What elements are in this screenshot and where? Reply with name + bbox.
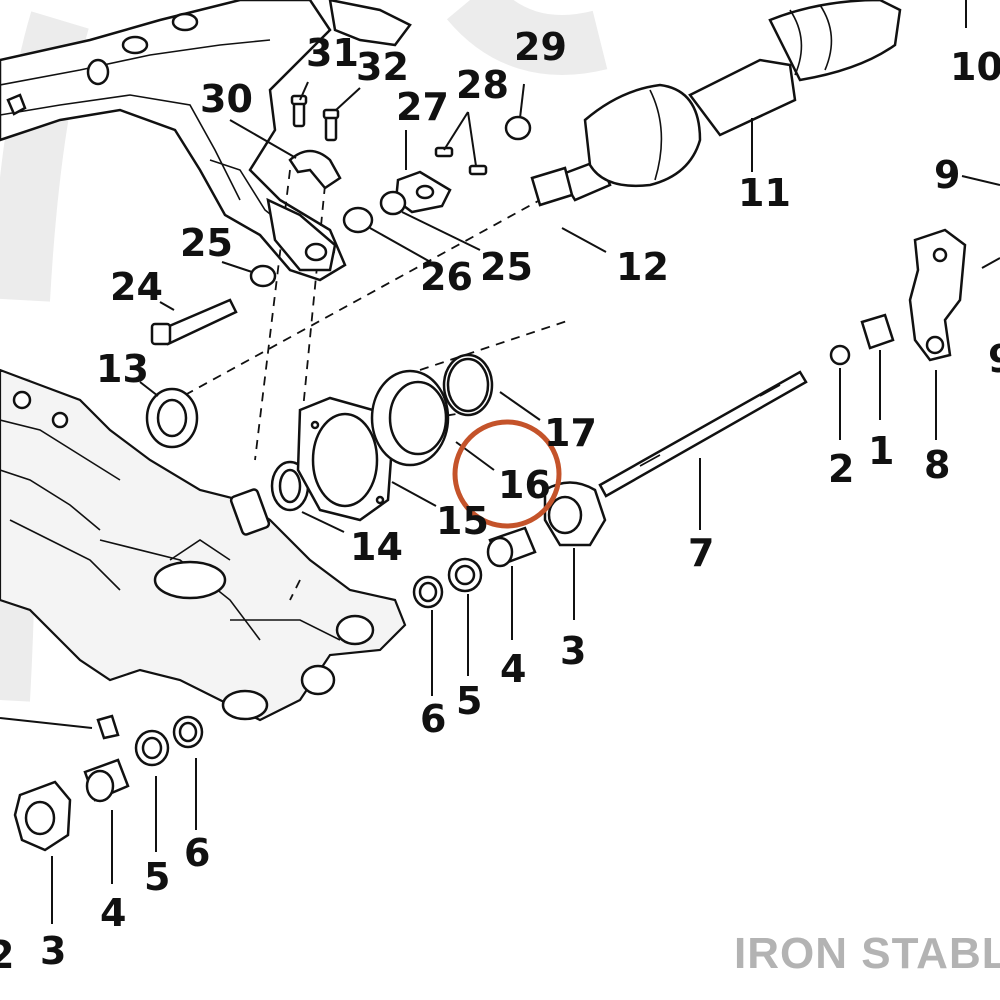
callout-6-mid: 6 bbox=[420, 697, 446, 741]
callout-2-right: 2 bbox=[828, 447, 854, 491]
callout-10: 10 bbox=[950, 45, 1000, 89]
callout-8: 8 bbox=[924, 443, 950, 487]
callout-15: 15 bbox=[436, 499, 489, 543]
callout-3-mid: 3 bbox=[560, 629, 586, 673]
callout-24: 24 bbox=[110, 265, 163, 309]
callout-5-mid: 5 bbox=[456, 679, 482, 723]
callout-26: 26 bbox=[420, 255, 473, 299]
callout-6-low: 6 bbox=[184, 831, 210, 875]
callout-29: 29 bbox=[514, 25, 567, 69]
callout-11: 11 bbox=[738, 171, 791, 215]
brand-watermark: IRON STABLE bbox=[734, 929, 1000, 978]
gearbox-housing bbox=[0, 368, 407, 722]
callout-3-low: 3 bbox=[40, 929, 66, 973]
subframe bbox=[0, 0, 412, 282]
callout-labels: 31 32 29 10 30 27 28 11 9 25 26 25 12 24… bbox=[0, 25, 1000, 977]
callout-13: 13 bbox=[96, 347, 149, 391]
callout-14: 14 bbox=[350, 525, 403, 569]
callout-1: 1 bbox=[868, 429, 894, 473]
highlight-ring bbox=[452, 419, 562, 529]
bearing-stack bbox=[145, 353, 494, 522]
callout-4-mid: 4 bbox=[500, 647, 526, 691]
callout-5-low: 5 bbox=[144, 855, 170, 899]
callout-17: 17 bbox=[544, 411, 597, 455]
callout-30: 30 bbox=[200, 77, 253, 121]
callout-31: 31 bbox=[306, 31, 359, 75]
callout-7: 7 bbox=[688, 531, 714, 575]
callout-12: 12 bbox=[616, 245, 669, 289]
callout-9-top: 9 bbox=[934, 153, 960, 197]
callout-2-edge: 2 bbox=[0, 933, 14, 977]
callout-25-left: 25 bbox=[180, 221, 233, 265]
callout-25-right: 25 bbox=[480, 245, 533, 289]
callout-32: 32 bbox=[356, 45, 409, 89]
gear-and-shaft-parts bbox=[412, 228, 967, 609]
callout-9-edge: 9 bbox=[988, 337, 1000, 381]
callout-27: 27 bbox=[396, 85, 449, 129]
callout-4-low: 4 bbox=[100, 891, 126, 935]
drive-shaft bbox=[530, 0, 902, 207]
callout-16: 16 bbox=[498, 463, 551, 507]
lower-left-parts bbox=[13, 714, 204, 852]
small-hardware bbox=[150, 94, 532, 346]
callout-28: 28 bbox=[456, 63, 509, 107]
